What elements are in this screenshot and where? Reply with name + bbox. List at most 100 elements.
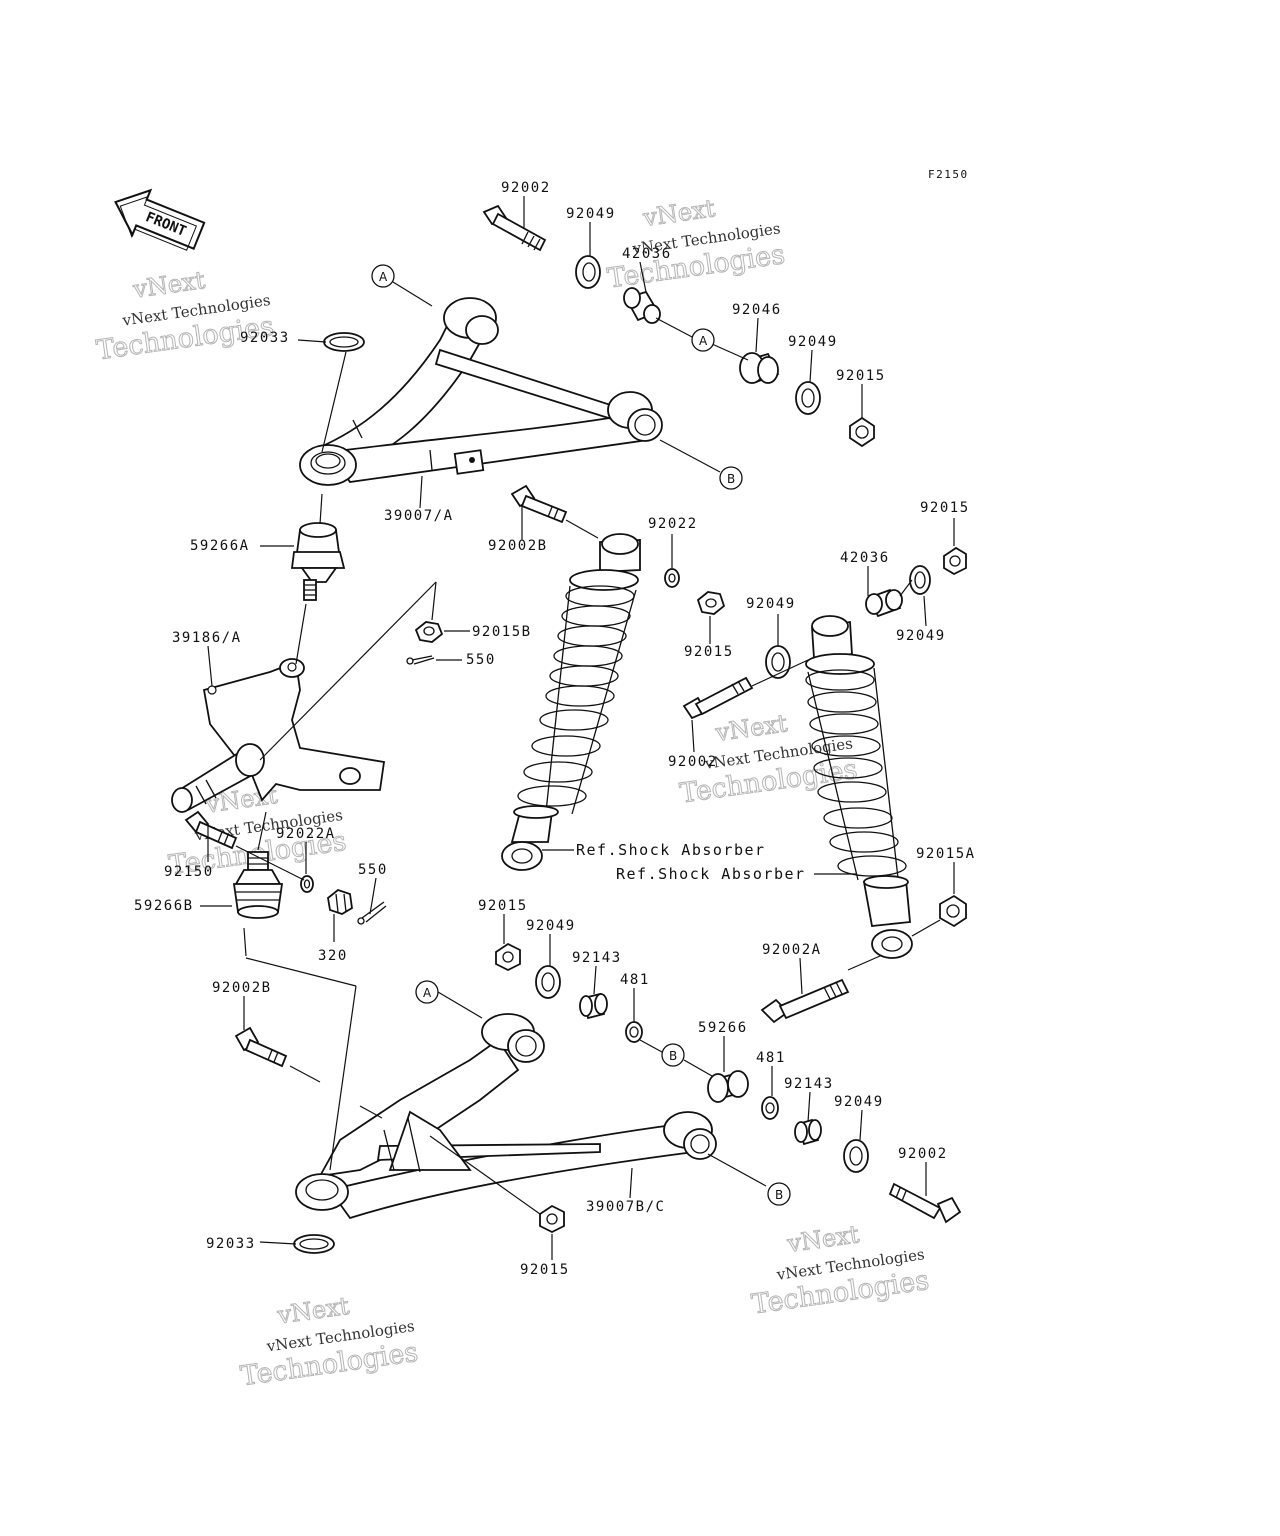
part-labels: 92002 92049 42036 92046 92049 92015 9203… [134,180,976,1278]
label-92015A: 92015A [916,846,976,862]
label-92049-low: 92049 [526,918,576,934]
label-92015B: 92015B [472,624,532,640]
bolt-92002-top [482,204,547,252]
label-92015-right: 92015 [920,500,970,516]
cotter-pin-550-low [357,901,387,925]
figure-code: F2150 [928,168,969,181]
watermark-vnext: vNext [131,266,207,304]
callout-B-upper: B [719,466,743,490]
label-92015-top: 92015 [836,368,886,384]
washer-92049-b [795,381,821,415]
bushing-92046 [739,352,780,384]
knuckle-39186A [171,658,386,813]
upper-a-arm [299,297,663,486]
label-92143-b: 92143 [784,1076,834,1092]
washer-92022 [664,568,680,588]
collar-42036-right [865,588,903,618]
label-481-a: 481 [620,972,650,988]
label-92022: 92022 [648,516,698,532]
label-92049-low2: 92049 [834,1094,884,1110]
label-92049-top: 92049 [566,206,616,222]
nut-92015-top [849,416,875,448]
label-39007BC: 39007B/C [586,1199,665,1215]
nut-92015A [939,894,967,928]
svg-text:A: A [379,270,388,284]
lower-a-arm [295,1013,717,1220]
label-ref-shock-absorber-left: Ref.Shock Absorber [576,841,766,859]
leader-lines [200,196,955,1260]
cotter-pin-550-top [406,655,435,665]
bolt-92150 [184,810,238,850]
label-92049-b: 92049 [788,334,838,350]
label-39007A: 39007/A [384,508,454,524]
label-ref-shock-absorber-right: Ref.Shock Absorber [616,865,806,883]
bolt-92002B-top [510,484,568,524]
label-92022A: 92022A [276,826,336,842]
watermark-vnext: vNext [713,709,789,747]
label-92033-top: 92033 [240,330,290,346]
label-92002-top: 92002 [501,180,551,196]
collar-42036-top [623,287,661,324]
svg-text:B: B [669,1049,677,1063]
label-59266: 59266 [698,1020,748,1036]
svg-text:B: B [775,1188,783,1202]
nut-92015-low [495,942,521,972]
callout-A-lower: A [415,980,439,1004]
label-481-b: 481 [756,1050,786,1066]
castle-nut-320 [327,888,353,915]
watermark-vnext: vNext [785,1220,861,1258]
label-92015-mid: 92015 [684,644,734,660]
washer-92049-low [535,965,561,999]
svg-text:A: A [423,986,432,1000]
bolt-92002B-low [234,1026,288,1068]
nut-92015-bottom [539,1204,565,1234]
svg-text:B: B [727,472,735,486]
label-92143-a: 92143 [572,950,622,966]
label-92049-mid: 92049 [746,596,796,612]
callout-A-bushing: A [691,328,715,352]
ball-joint-59266A [290,522,346,601]
label-92002B-low: 92002B [212,980,272,996]
seal-481-a [625,1021,643,1043]
label-92015-low: 92015 [478,898,528,914]
label-42036-top: 42036 [622,246,672,262]
shock-absorber-right [805,615,913,959]
callout-B-bushing: B [661,1043,685,1067]
label-92015-bottom: 92015 [520,1262,570,1278]
bushing-59266 [707,1070,749,1103]
nut-92015-right [943,546,967,576]
washer-92049-low2 [843,1139,869,1173]
bolt-92002-low [888,1182,962,1224]
front-arrow-icon: FRONT [114,188,206,251]
shock-absorber-left [501,533,641,871]
watermark-vnext: vNext [275,1292,351,1330]
washer-92049-top [575,255,601,289]
bolt-92002-mid [682,676,754,720]
collar-92143-b [794,1118,822,1146]
nut-92015B [414,621,444,643]
label-92033-low: 92033 [206,1236,256,1252]
washer-92022A [300,875,314,893]
label-39186A: 39186/A [172,630,242,646]
label-92002-low: 92002 [898,1146,948,1162]
circlip-92033-low [293,1234,335,1254]
svg-text:A: A [699,334,708,348]
circlip-92033-top [323,332,365,352]
label-92049-right: 92049 [896,628,946,644]
label-320: 320 [318,948,348,964]
label-92002-mid: 92002 [668,754,718,770]
label-92002B-top: 92002B [488,538,548,554]
label-92046: 92046 [732,302,782,318]
watermark-vnext: vNext [641,194,717,232]
label-59266A: 59266A [190,538,250,554]
label-550-top: 550 [466,652,496,668]
label-92002A: 92002A [762,942,822,958]
callout-B-lower: B [767,1182,791,1206]
label-550-low: 550 [358,862,388,878]
nut-92015-mid [696,591,726,615]
bolt-92002A [760,978,850,1024]
callout-A-upper: A [371,264,395,288]
label-92150: 92150 [164,864,214,880]
label-59266B: 59266B [134,898,194,914]
